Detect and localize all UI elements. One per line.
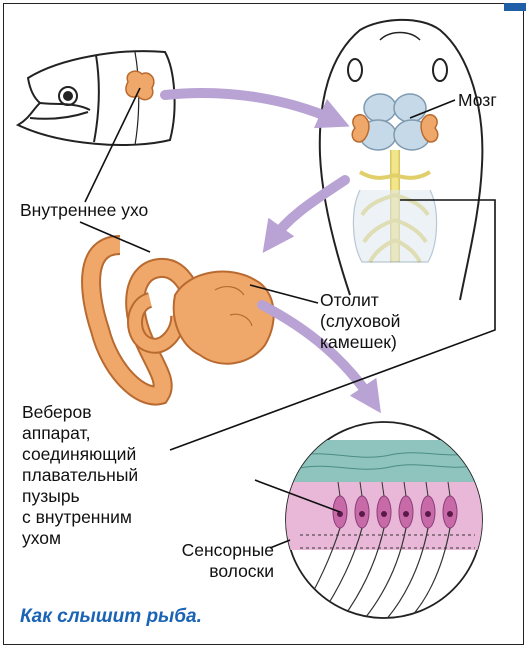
label-brain: Мозг (458, 90, 497, 111)
label-weberian-apparatus: Веберов аппарат, соединяющий плавательны… (22, 402, 138, 549)
arrow-brain-to-ear (272, 180, 345, 240)
label-otolith: Отолит (слуховой камешек) (320, 290, 400, 353)
label-inner-ear: Внутреннее ухо (20, 200, 148, 221)
small-inner-ear-icon (126, 71, 154, 100)
arrow-head-to-brain (165, 93, 335, 120)
figure-caption: Как слышит рыба. (20, 606, 202, 628)
inner-ear-icon (91, 245, 274, 396)
fish-brain-top-view-icon (320, 20, 483, 300)
label-sensory-hairs: Сенсорные волоски (150, 540, 274, 582)
hair-cell-magnifier-icon (286, 422, 482, 622)
fish-head-icon (18, 51, 175, 145)
